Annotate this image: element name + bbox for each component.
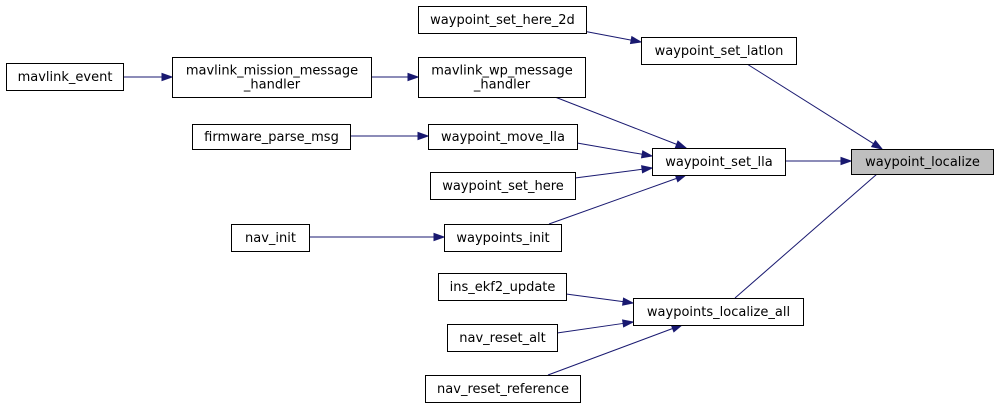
arrow-head-icon xyxy=(407,72,420,82)
arrow-head-icon xyxy=(629,35,643,45)
node-box[interactable] xyxy=(430,172,576,200)
node-box[interactable] xyxy=(652,148,786,176)
edge-waypoint_set_here_2d-to-waypoint_set_latlon xyxy=(582,30,643,45)
edge-nav_reset_reference-to-waypoints_localize_all xyxy=(547,324,684,376)
edge-line xyxy=(734,166,886,299)
node-label: nav_reset_alt xyxy=(459,331,546,346)
arrow-head-icon xyxy=(640,150,654,159)
arrow-head-icon xyxy=(840,156,853,166)
arrow-head-icon xyxy=(161,72,174,82)
node-box[interactable] xyxy=(418,57,586,98)
arrow-head-icon xyxy=(622,319,635,328)
node-label: waypoint_set_latlon xyxy=(655,44,784,59)
arrow-head-icon xyxy=(417,131,430,141)
edge-mavlink_event-to-mavlink_mission_message_handler xyxy=(123,72,174,82)
call-graph-edges xyxy=(123,30,895,376)
arrow-head-icon xyxy=(641,165,654,174)
arrow-head-icon xyxy=(433,232,446,242)
node-label: mavlink_mission_message xyxy=(186,64,358,79)
node-label: waypoint_set_here_2d xyxy=(430,13,575,28)
node-waypoint_set_latlon[interactable]: waypoint_set_latlon xyxy=(641,37,797,65)
node-mavlink_mission_message_handler[interactable]: mavlink_mission_message_handler xyxy=(172,57,372,98)
edge-line xyxy=(547,328,673,376)
node-waypoint_localize[interactable]: waypoint_localize xyxy=(851,149,994,175)
edge-line xyxy=(576,142,643,155)
edge-firmware_parse_msg-to-waypoint_move_lla xyxy=(350,131,430,141)
node-box[interactable] xyxy=(6,63,124,91)
node-label: waypoint_move_lla xyxy=(441,130,565,145)
edge-waypoint_move_lla-to-waypoint_set_lla xyxy=(576,142,654,159)
node-box[interactable] xyxy=(641,37,797,65)
node-firmware_parse_msg[interactable]: firmware_parse_msg xyxy=(192,124,351,150)
node-label: waypoints_init xyxy=(456,231,549,246)
node-waypoint_set_here[interactable]: waypoint_set_here xyxy=(430,172,576,200)
node-ins_ekf2_update[interactable]: ins_ekf2_update xyxy=(438,273,567,301)
node-box[interactable] xyxy=(425,375,581,403)
edge-waypoints_init-to-waypoint_set_lla xyxy=(548,174,688,225)
edge-nav_reset_alt-to-waypoints_localize_all xyxy=(556,319,635,334)
edge-line xyxy=(554,96,677,145)
node-label: nav_init xyxy=(245,231,296,246)
node-mavlink_wp_message_handler[interactable]: mavlink_wp_message_handler xyxy=(418,57,586,98)
node-box[interactable] xyxy=(418,6,587,34)
edge-line xyxy=(548,177,677,225)
node-label: waypoint_set_here xyxy=(442,179,564,194)
node-label: waypoint_set_lla xyxy=(665,155,773,170)
node-nav_reset_alt[interactable]: nav_reset_alt xyxy=(447,324,558,352)
edge-line xyxy=(582,30,632,41)
edge-waypoint_set_latlon-to-waypoint_localize xyxy=(746,63,884,150)
edge-nav_init-to-waypoints_init xyxy=(309,232,446,242)
node-waypoint_set_here_2d[interactable]: waypoint_set_here_2d xyxy=(418,6,587,34)
node-label: waypoints_localize_all xyxy=(647,305,790,320)
node-label: waypoint_localize xyxy=(865,155,980,170)
arrow-head-icon xyxy=(622,297,635,306)
node-box[interactable] xyxy=(192,124,351,150)
node-label: mavlink_event xyxy=(18,70,113,85)
node-nav_reset_reference[interactable]: nav_reset_reference xyxy=(425,375,581,403)
edge-mavlink_mission_message_handler-to-mavlink_wp_message_handler xyxy=(371,72,420,82)
edge-waypoints_localize_all-to-waypoint_localize xyxy=(734,159,895,299)
node-waypoint_set_lla[interactable]: waypoint_set_lla xyxy=(652,148,786,176)
edge-mavlink_wp_message_handler-to-waypoint_set_lla xyxy=(554,96,688,149)
edge-line xyxy=(556,322,624,334)
node-waypoints_localize_all[interactable]: waypoints_localize_all xyxy=(633,298,804,326)
edge-line xyxy=(565,293,624,303)
node-waypoint_move_lla[interactable]: waypoint_move_lla xyxy=(428,124,578,150)
arrow-head-icon xyxy=(674,140,688,149)
node-label: nav_reset_reference xyxy=(437,382,569,397)
node-box[interactable] xyxy=(438,273,567,301)
node-label: _handler xyxy=(473,78,531,93)
call-graph-nodes: waypoint_localizewaypoint_set_latlonwayp… xyxy=(6,6,994,403)
node-waypoints_init[interactable]: waypoints_init xyxy=(444,224,562,252)
edge-waypoint_set_lla-to-waypoint_localize xyxy=(785,156,853,166)
node-label: firmware_parse_msg xyxy=(204,130,339,145)
edge-line xyxy=(746,63,874,145)
edge-waypoint_set_here-to-waypoint_set_lla xyxy=(574,165,654,179)
node-box[interactable] xyxy=(851,149,994,175)
node-box[interactable] xyxy=(231,224,310,252)
arrow-head-icon xyxy=(870,139,884,150)
node-box[interactable] xyxy=(444,224,562,252)
node-box[interactable] xyxy=(428,124,578,150)
edge-ins_ekf2_update-to-waypoints_localize_all xyxy=(565,293,635,306)
node-mavlink_event[interactable]: mavlink_event xyxy=(6,63,124,91)
node-box[interactable] xyxy=(172,57,372,98)
node-box[interactable] xyxy=(633,298,804,326)
arrow-head-icon xyxy=(670,324,684,333)
node-label: _handler xyxy=(243,78,301,93)
node-label: mavlink_wp_message xyxy=(431,64,573,79)
node-nav_init[interactable]: nav_init xyxy=(231,224,310,252)
node-label: ins_ekf2_update xyxy=(450,280,556,295)
node-box[interactable] xyxy=(447,324,558,352)
edge-line xyxy=(574,168,643,179)
